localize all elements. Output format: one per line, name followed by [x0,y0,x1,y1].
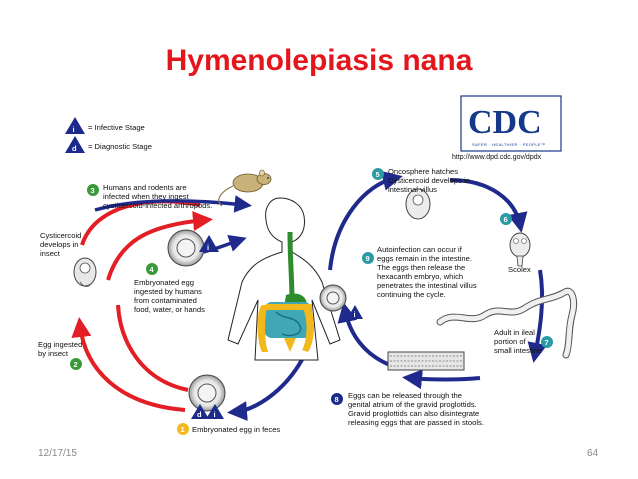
svg-text:2: 2 [74,360,78,369]
cdc-logo-text: CDC [468,104,542,141]
cysticercoid-label: Cysticercoid develops in insect [40,231,83,258]
step-badge-7: 7 [541,336,553,348]
svg-text:8: 8 [335,395,339,404]
infective-stage-marker-egg-bottom: i [206,404,224,419]
step-5-label: Oncosphere hatches Cysticercoid develops… [388,167,472,194]
step-8-label: Eggs can be released through the genital… [348,391,484,427]
proglottid-image [387,351,465,371]
oncosphere-image [405,188,431,220]
step-9-label: Autoinfection can occur if eggs remain i… [377,245,479,299]
egg-top [167,229,205,267]
egg-bottom [188,374,226,412]
cysticercoid-image [73,257,97,288]
svg-text:4: 4 [150,265,155,274]
rodent-image [218,169,272,207]
cdc-logo: CDC SAFER · HEALTHIER · PEOPLE™ [460,95,562,152]
step-6-label: Scolex [508,265,531,274]
step-7-label: Adult in ileal portion of small intestin… [494,328,542,355]
svg-text:i: i [73,125,75,134]
svg-text:d: d [197,410,202,419]
svg-text:7: 7 [545,338,549,347]
step-badge-3: 3 [87,184,99,196]
egg-autoinfection [319,284,347,312]
arrow-to-human-3 [94,195,252,213]
svg-text:1: 1 [181,425,185,434]
step-badge-6: 6 [500,213,512,225]
slide-title: Hymenolepiasis nana [165,44,473,77]
svg-text:i: i [207,243,209,252]
infective-stage-marker-autoinfection: i [347,305,363,319]
svg-text:d: d [72,144,77,153]
scolex-image [509,232,531,267]
svg-text:9: 9 [366,254,370,263]
cdc-tagline: SAFER · HEALTHIER · PEOPLE™ [472,142,545,147]
cdc-url: http://www.dpd.cdc.gov/dpdx [452,154,542,161]
slide-date: 12/17/15 [38,448,77,459]
svg-text:5: 5 [376,170,380,179]
step-badge-2: 2 [70,358,82,370]
slide-page-number: 64 [587,448,599,459]
step-2-label: Egg ingested by insect [38,340,84,358]
step-badge-9: 9 [362,252,374,264]
svg-text:i: i [354,310,356,319]
diagnostic-stage-marker-egg-bottom: d [191,404,209,419]
human-body [227,197,341,361]
step-4-label: Embryonated egg ingested by humans from … [134,278,205,314]
infective-stage-marker-egg-top: i [199,235,219,252]
adult-worm-image [436,287,578,359]
svg-text:6: 6 [504,215,508,224]
infective-stage-icon: i [65,117,85,134]
step-badge-8: 8 [331,393,343,405]
step-badge-4: 4 [146,263,158,275]
svg-text:3: 3 [91,186,95,195]
legend-infective-label: = Infective Stage [88,123,145,132]
diagnostic-stage-icon: d [65,136,85,153]
step-3-label: Humans and rodents are infected when the… [103,183,212,210]
legend-diagnostic-label: = Diagnostic Stage [88,142,152,151]
step-1-label: Embryonated egg in feces [192,425,280,434]
step-badge-1: 1 [177,423,189,435]
step-badge-5: 5 [372,168,384,180]
legend: i = Infective Stage d = Diagnostic Stage [65,117,152,153]
svg-text:i: i [214,410,216,419]
